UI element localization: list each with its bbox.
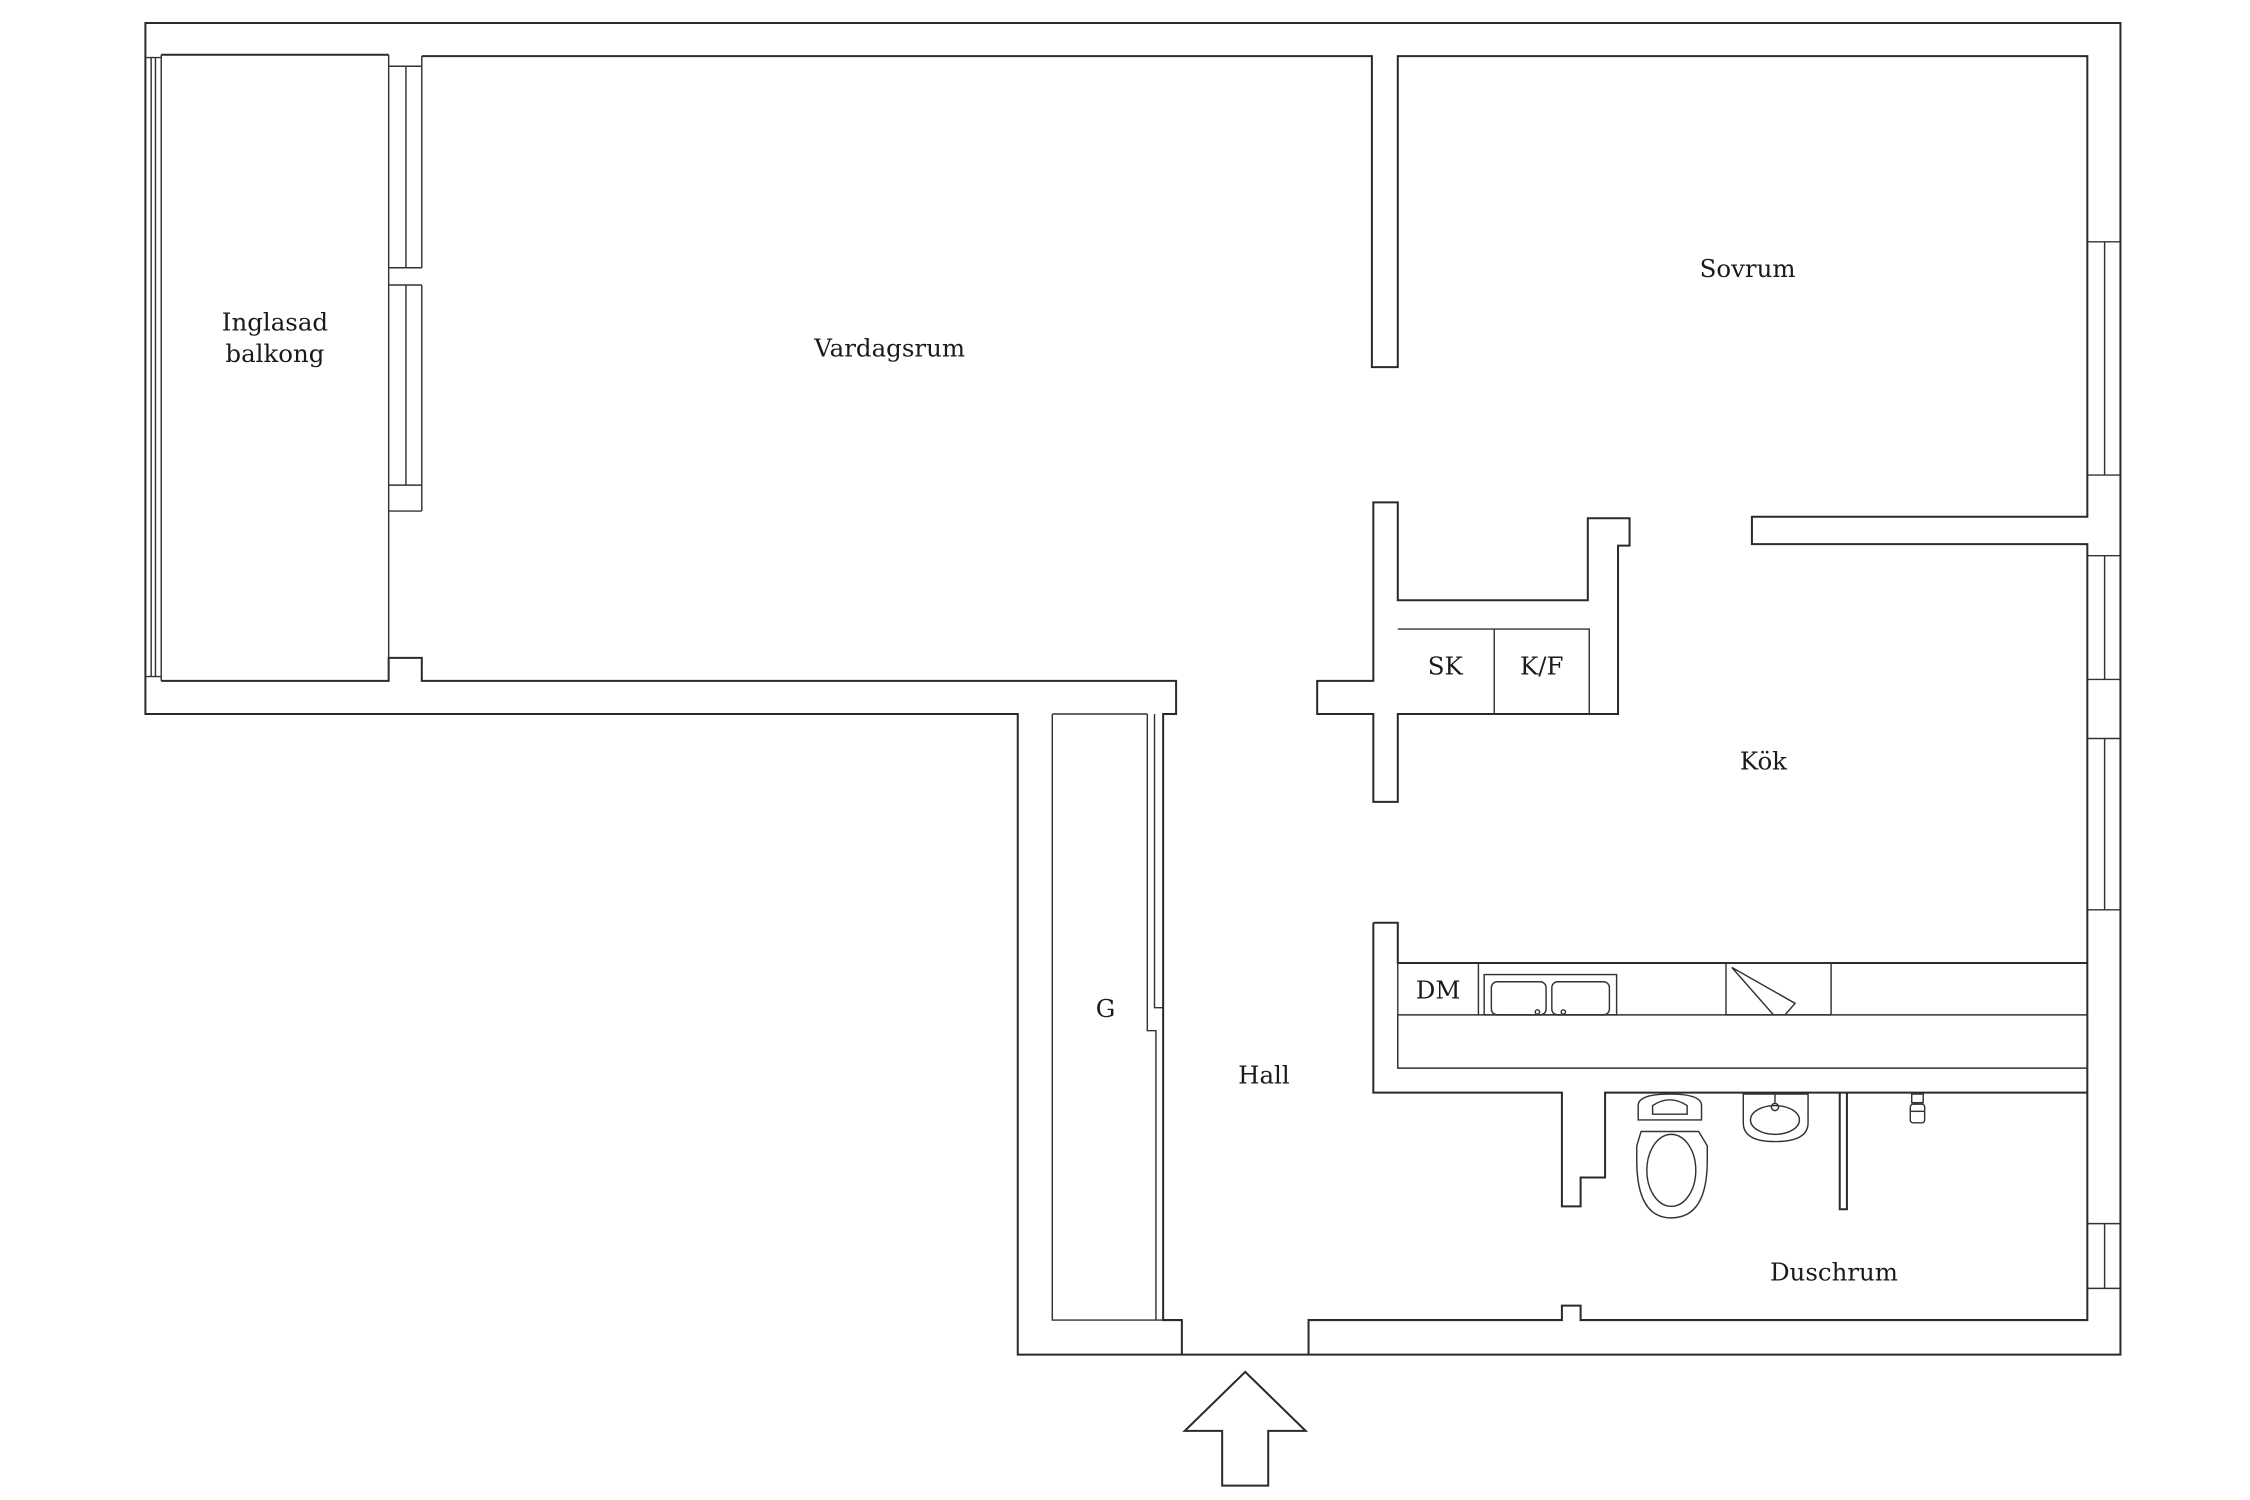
right-windows (2087, 241, 2121, 1290)
room-label-shower: Duschrum (1770, 1257, 1898, 1286)
room-label-kitchen: Kök (1740, 746, 1787, 775)
room-label-balcony-line1: Inglasad (222, 307, 328, 336)
room-label-bedroom: Sovrum (1700, 254, 1796, 283)
wardrobe (1051, 713, 1164, 1321)
room-label-living: Vardagsrum (813, 333, 965, 362)
inner-walls (1316, 501, 2089, 1211)
room-label-balcony-line2: balkong (225, 339, 324, 368)
outer-walls (144, 22, 2122, 1356)
stove-icon (1725, 962, 1832, 1016)
toilet-icon (1636, 1093, 1709, 1219)
shower-head-icon (1909, 1093, 1926, 1124)
balcony-glazing (145, 54, 423, 681)
arrow-up-icon (1182, 1370, 1309, 1487)
fixture-label-cleaning-closet: SK (1428, 651, 1464, 680)
room-labels: Inglasad balkong Vardagsrum Sovrum Kök H… (222, 254, 1898, 1286)
fixture-label-dishwasher: DM (1416, 975, 1461, 1004)
washbasin-icon (1742, 1093, 1809, 1143)
fixture-label-fridge-freezer: K/F (1520, 651, 1564, 680)
room-label-hall: Hall (1238, 1060, 1290, 1089)
kitchen-sink-icon (1483, 973, 1618, 1016)
room-label-wardrobe: G (1096, 994, 1116, 1023)
